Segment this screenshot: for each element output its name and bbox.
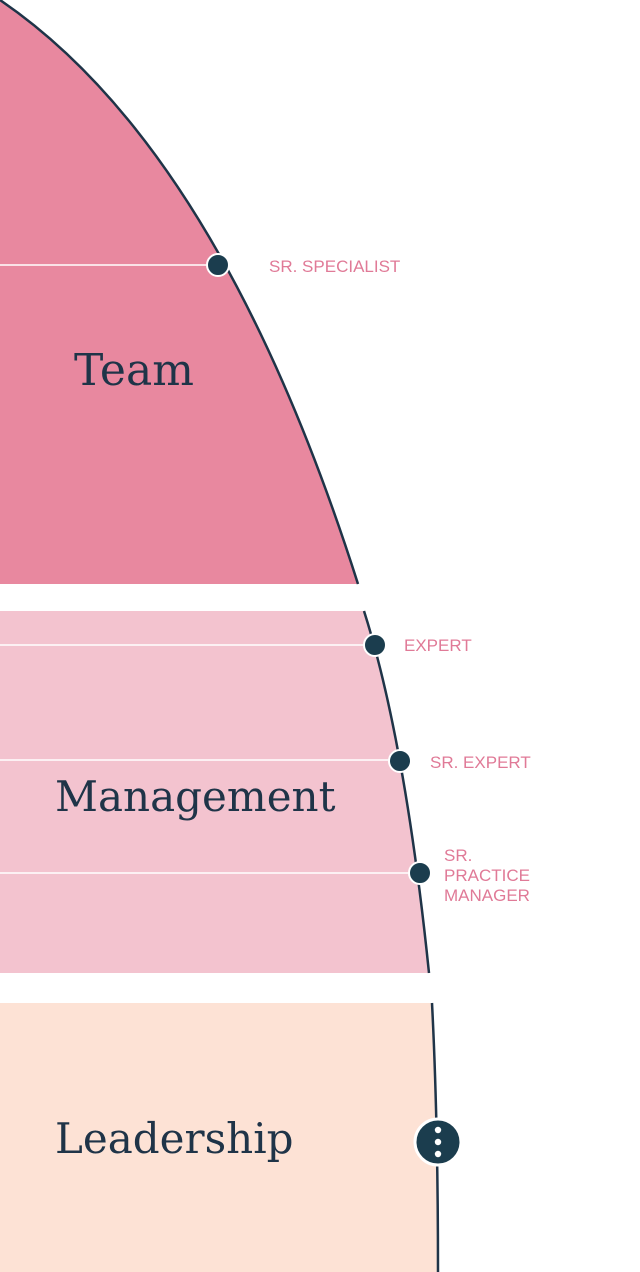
sr-specialist-marker — [206, 253, 230, 277]
level-label-sr-practice-manager-line-1: SR. — [444, 846, 472, 865]
section-title-management: Management — [55, 772, 336, 821]
level-label-sr-practice-manager-line-2: PRACTICE — [444, 866, 530, 885]
section-title-leadership: Leadership — [55, 1114, 294, 1163]
sr-practice-manager-marker — [408, 861, 432, 885]
leadership-section: Leadership — [0, 1002, 463, 1272]
team-band — [0, 0, 358, 584]
management-section: EXPERT SR. EXPERT SR. PRACTICE MANAGER M… — [0, 610, 531, 974]
expert-marker — [363, 633, 387, 657]
level-label-sr-expert: SR. EXPERT — [430, 753, 531, 772]
leadership-band — [0, 1003, 438, 1272]
section-title-team: Team — [74, 345, 194, 396]
management-band — [0, 611, 429, 973]
level-label-sr-specialist: SR. SPECIALIST — [269, 257, 400, 276]
sr-expert-marker — [388, 749, 412, 773]
more-vertical-icon — [434, 1126, 442, 1158]
leadership-more-button[interactable] — [413, 1117, 463, 1167]
level-label-sr-practice-manager-line-3: MANAGER — [444, 886, 530, 905]
level-label-expert: EXPERT — [404, 636, 472, 655]
team-outline — [0, 0, 360, 585]
team-section: SR. SPECIALIST Team — [0, 0, 400, 585]
